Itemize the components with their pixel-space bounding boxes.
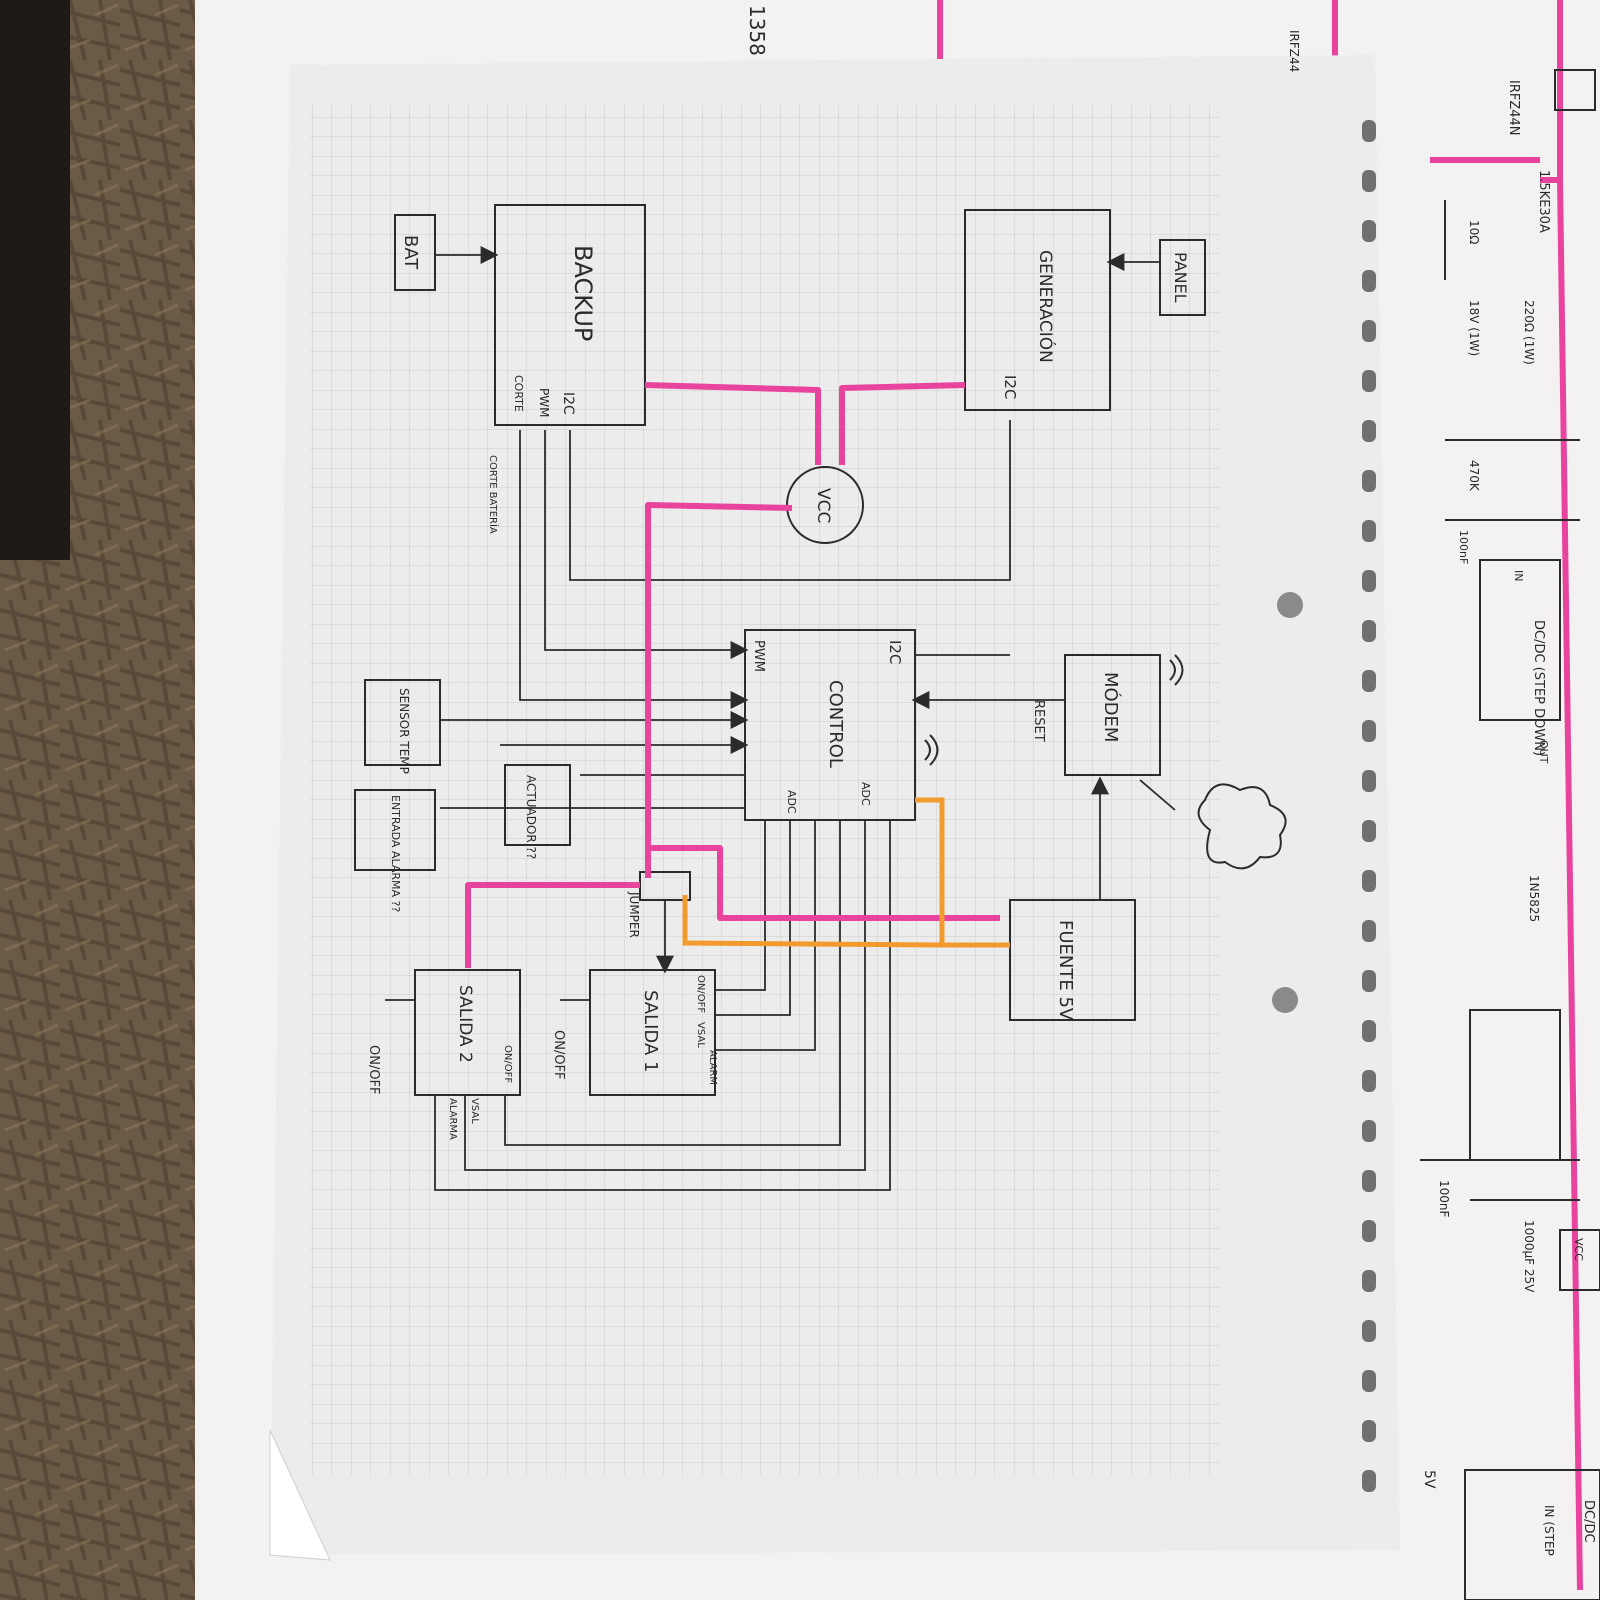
dark-corner: [0, 0, 70, 560]
note-4: 220Ω (1W): [1522, 300, 1536, 365]
vcc-label: VCC: [813, 488, 833, 523]
jumper-label: JUMPER: [627, 891, 641, 938]
note-5: 18V (1W): [1467, 300, 1481, 356]
note-12: 100nF: [1437, 1180, 1451, 1218]
generacion-box: [964, 209, 1111, 411]
entrada-alarma-box: [354, 789, 436, 871]
backup-i2c-label: I2C: [560, 392, 576, 415]
note-15: 5V: [1421, 1470, 1437, 1489]
fuente-5v-box: [1009, 899, 1136, 1021]
cloud-icon: [1197, 783, 1287, 870]
note-2: IRFZ44N: [1506, 80, 1521, 136]
note-18: 1358: [745, 5, 769, 56]
control-label: CONTROL: [825, 680, 846, 768]
page-fold: [269, 1429, 331, 1561]
note-16: DC/DC: [1581, 1500, 1596, 1543]
bat-label: BAT: [400, 235, 421, 270]
fuente-output-wire: [682, 797, 1010, 948]
note-11: 1N5825: [1527, 875, 1541, 922]
modem-box: [1064, 654, 1161, 776]
modem-label: MÓDEM: [1100, 672, 1122, 742]
salida1-vsal-label: VSAL: [695, 1022, 706, 1048]
note-7: 100nF: [1457, 530, 1470, 564]
back-schematic-wires: [937, 0, 1583, 1591]
actuador-label: ACTUADOR ??: [524, 775, 538, 859]
entrada-alarma-label: ENTRADA ALARMA ??: [389, 795, 402, 912]
note-8: DC/DC (STEP DOWN): [1531, 620, 1546, 756]
note-10: OUT: [1537, 740, 1550, 764]
note-1: 1.5KE30A: [1536, 170, 1551, 233]
backup-box: [494, 204, 646, 426]
actuador-box: [504, 764, 571, 846]
fuente-5v-label: FUENTE 5V: [1055, 920, 1076, 1021]
punch-hole-1: [1277, 592, 1303, 618]
panel-box: [1159, 239, 1206, 316]
note-14: VCC: [1572, 1238, 1585, 1261]
salida2-alarma-label: ALARMA: [447, 1098, 458, 1140]
wifi-icon: [924, 654, 1184, 766]
note-13: 1000μF 25V: [1522, 1220, 1536, 1293]
generacion-label: GENERACIÓN: [1035, 250, 1057, 363]
punch-hole-2: [1272, 987, 1298, 1013]
bat-box: [394, 214, 436, 291]
note-17: IN (STEP: [1542, 1505, 1556, 1556]
note-19: IRFZ44: [1287, 30, 1301, 72]
reset-label: RESET: [1031, 700, 1046, 742]
note-3: 10Ω: [1467, 220, 1481, 244]
backup-label: BACKUP: [569, 245, 597, 341]
control-pwm-label: PWM: [751, 640, 766, 672]
salida1-onoff-label: ON/OFF: [695, 975, 706, 1013]
control-i2c-label: I2C: [886, 640, 904, 664]
grid-area: [310, 105, 1220, 1475]
salida1-label: SALIDA 1: [640, 990, 661, 1072]
switch1-label: ON/OFF: [551, 1030, 566, 1080]
sensor-temp-label: SENSOR TEMP: [397, 688, 411, 774]
control-adc2-label: ADC: [785, 790, 798, 814]
generacion-i2c-label: I2C: [1001, 375, 1019, 399]
note-9: IN: [1512, 570, 1525, 581]
salida1-alarm-label: ALARM: [707, 1050, 718, 1085]
note-6: 470K: [1467, 460, 1481, 492]
spiral-holes: [1362, 120, 1376, 1492]
salida2-onoff-label: ON/OFF: [502, 1045, 513, 1083]
sensor-temp-box: [364, 679, 441, 766]
backup-pwm-label: PWM: [537, 388, 551, 417]
salida2-vsal-label: VSAL: [469, 1098, 480, 1124]
panel-label: PANEL: [1171, 252, 1190, 303]
back-schematic-ink: [1420, 69, 1600, 1600]
salida2-box: [414, 969, 521, 1096]
signal-wires: [385, 246, 1176, 1191]
power-wires: [465, 382, 1000, 968]
salida2-label: SALIDA 2: [455, 985, 475, 1063]
salida1-box: [589, 969, 716, 1096]
switch2-label: ON/OFF: [366, 1045, 381, 1095]
control-adc1-label: ADC: [859, 782, 872, 806]
corte-bateria-label: CORTE BATERÍA: [487, 455, 500, 534]
backup-corte-label: CORTE: [512, 375, 525, 412]
